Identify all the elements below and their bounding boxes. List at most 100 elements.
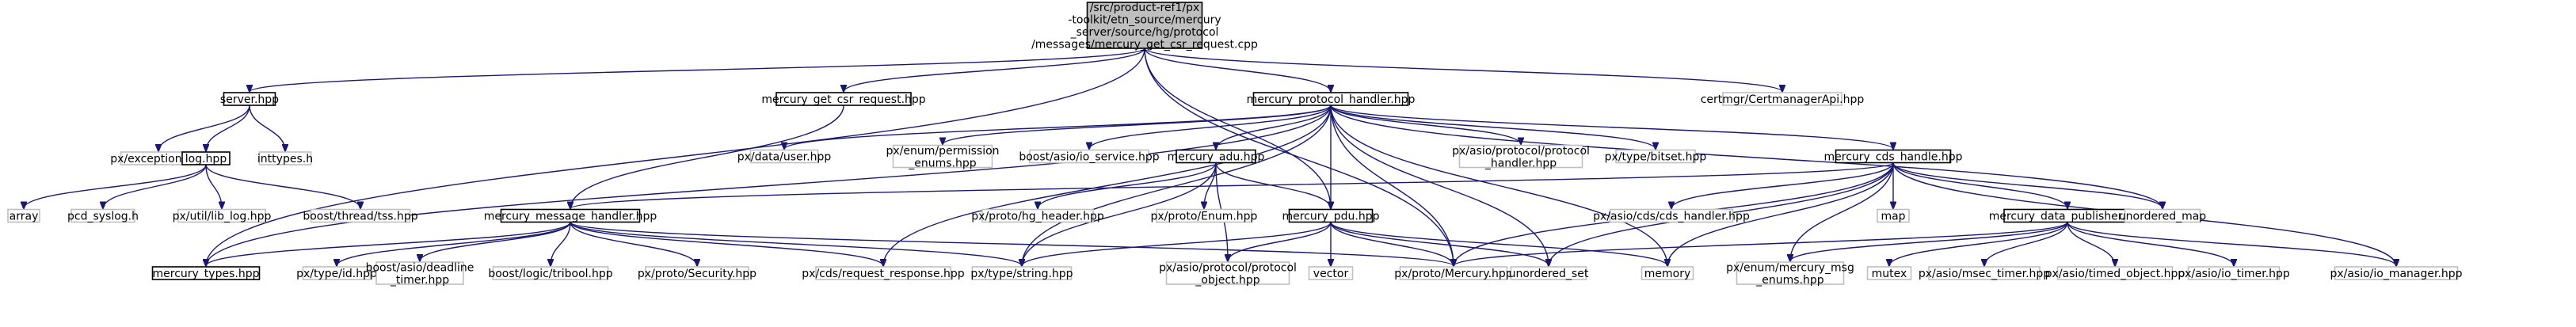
node-box	[1928, 266, 2041, 280]
node-box	[1399, 266, 1508, 280]
node-px-proto-hg-header: px/proto/hg_header.hpp	[971, 208, 1104, 223]
node-box	[1165, 261, 1290, 285]
edge-msg-handler-to-px-type-id	[337, 222, 571, 267]
node-px-type-bitset: px/type/bitset.hpp	[1605, 149, 1706, 164]
node-memory: memory	[1640, 266, 1694, 280]
node-box	[892, 144, 993, 169]
node-mutex: mutex	[1866, 266, 1912, 280]
node-label: /src/product-ref1/px	[1090, 2, 1200, 14]
edge-msg-handler-to-px-cds-request-response	[570, 222, 883, 267]
node-px-cds-request-response: px/cds/request_response.hpp	[802, 266, 965, 280]
edge-get-csr-req-to-msg-handler	[570, 105, 844, 209]
edge-proto-handler-to-unordered-set	[1330, 105, 1549, 266]
edge-proto-handler-to-types	[206, 105, 1332, 266]
node-box	[1835, 149, 1952, 164]
node-proto-handler[interactable]: mercury_protocol_handler.hpp	[1247, 92, 1416, 106]
edge-proto-handler-to-memory	[1330, 105, 1667, 266]
node-box	[1308, 266, 1354, 280]
node-box	[1640, 266, 1694, 280]
node-array: array	[7, 208, 40, 223]
node-label: px/asio/protocol/protocol	[1159, 261, 1297, 274]
node-msg-handler[interactable]: mercury_message_handler.hpp	[484, 208, 657, 223]
node-box	[1510, 266, 1587, 280]
node-px-asio-io-manager: px/asio/io_manager.hpp	[2330, 266, 2463, 280]
node-log[interactable]: log.hpp	[181, 151, 231, 165]
node-server[interactable]: server.hpp	[220, 92, 279, 106]
edge-proto-handler-to-cds-handle	[1330, 105, 1893, 150]
node-pdu[interactable]: mercury_pdu.hpp	[1282, 208, 1380, 223]
edge-root-to-types	[206, 48, 1145, 266]
node-box	[1877, 208, 1910, 223]
node-box	[1086, 2, 1203, 49]
node-label: mercury_get_csr_request.hpp	[761, 93, 925, 106]
node-box	[302, 266, 372, 280]
edge-proto-handler-to-unordered-map	[1330, 105, 2163, 209]
node-label: -toolkit/etn_source/mercury	[1068, 13, 1221, 26]
node-label: _enums.hpp	[908, 157, 977, 169]
node-label: _handler.hpp	[1484, 157, 1557, 169]
node-types[interactable]: mercury_types.hpp	[151, 266, 261, 280]
node-px-asio-io-timer: px/asio/io_timer.hpp	[2178, 266, 2290, 280]
node-box	[181, 151, 231, 165]
node-label: px/proto/Security.hpp	[638, 268, 756, 280]
node-box	[1029, 149, 1149, 164]
node-label: mercury_adu.hpp	[1168, 151, 1265, 164]
edge-root-to-proto-handler	[1144, 48, 1331, 92]
node-box	[375, 261, 464, 285]
node-data-publisher[interactable]: mercury_data_publisher.hpp	[1989, 208, 2147, 223]
node-box	[775, 92, 912, 106]
node-box	[492, 266, 609, 280]
node-box	[223, 92, 276, 106]
node-box	[2124, 208, 2201, 223]
node-px-type-string: px/type/string.hpp	[970, 266, 1073, 280]
node-inttypes: inttypes.h	[257, 151, 313, 165]
edge-root-to-server	[250, 48, 1145, 92]
node-label: boost/asio/io_service.hpp	[1019, 151, 1159, 164]
node-box	[151, 266, 261, 280]
node-root[interactable]: /src/product-ref1/px-toolkit/etn_source/…	[1031, 2, 1258, 51]
node-label: _enums.hpp	[1755, 274, 1824, 287]
node-cds-handle[interactable]: mercury_cds_handle.hpp	[1824, 149, 1963, 164]
node-label: mutex	[1872, 268, 1907, 280]
node-px-enum-perm: px/enum/permission_enums.hpp	[886, 144, 1000, 169]
node-box	[1252, 92, 1409, 106]
edge-proto-handler-to-px-asio-proto-handler	[1330, 105, 1521, 145]
node-get-csr-req[interactable]: mercury_get_csr_request.hpp	[761, 92, 926, 106]
node-label: memory	[1644, 268, 1691, 280]
edge-msg-handler-to-px-proto-security	[570, 222, 697, 267]
node-label: px/asio/timed_object.hpp	[2045, 268, 2185, 280]
node-box	[1156, 208, 1252, 223]
node-box	[971, 266, 1073, 280]
node-box	[2056, 266, 2174, 280]
edge-pdu-to-unordered-set	[1330, 222, 1549, 267]
edge-msg-handler-to-types	[206, 222, 571, 267]
node-box	[749, 149, 819, 164]
node-px-asio-timed-object: px/asio/timed_object.hpp	[2045, 266, 2185, 280]
node-label: mercury_protocol_handler.hpp	[1247, 93, 1416, 106]
edge-cds-handle-to-unordered-map	[1892, 162, 2163, 209]
edge-cds-handle-to-data-publisher	[1892, 162, 2067, 209]
edge-server-to-px-exception	[158, 105, 250, 151]
node-label: inttypes.h	[257, 153, 313, 165]
edge-msg-handler-to-px-proto-mercury	[570, 221, 1454, 267]
node-box	[2187, 266, 2281, 280]
edge-server-to-inttypes	[249, 105, 285, 151]
edge-pdu-to-px-type-string	[1022, 222, 1332, 267]
node-adu[interactable]: mercury_adu.hpp	[1168, 149, 1265, 164]
edge-pdu-to-px-proto-mercury	[1330, 222, 1454, 267]
node-box	[1736, 261, 1845, 285]
node-box	[500, 208, 641, 223]
node-label: mercury_cds_handle.hpp	[1824, 151, 1963, 164]
edge-cds-handle-to-px-asio-cds-handler	[1671, 162, 1894, 209]
node-label: px/asio/cds/cds_handler.hpp	[1593, 211, 1750, 223]
node-label: array	[10, 211, 39, 223]
edge-data-publisher-to-px-asio-io-timer	[2067, 222, 2234, 267]
node-box	[645, 266, 749, 280]
node-box	[1609, 208, 1734, 223]
node-box	[1866, 266, 1912, 280]
node-label: px/data/user.hpp	[737, 151, 832, 164]
node-label: px/cds/request_response.hpp	[802, 268, 964, 280]
edge-data-publisher-to-px-asio-io-manager	[2067, 222, 2396, 267]
node-label: px/type/string.hpp	[970, 268, 1073, 280]
node-px-proto-mercury: px/proto/Mercury.hpp	[1394, 266, 1513, 280]
